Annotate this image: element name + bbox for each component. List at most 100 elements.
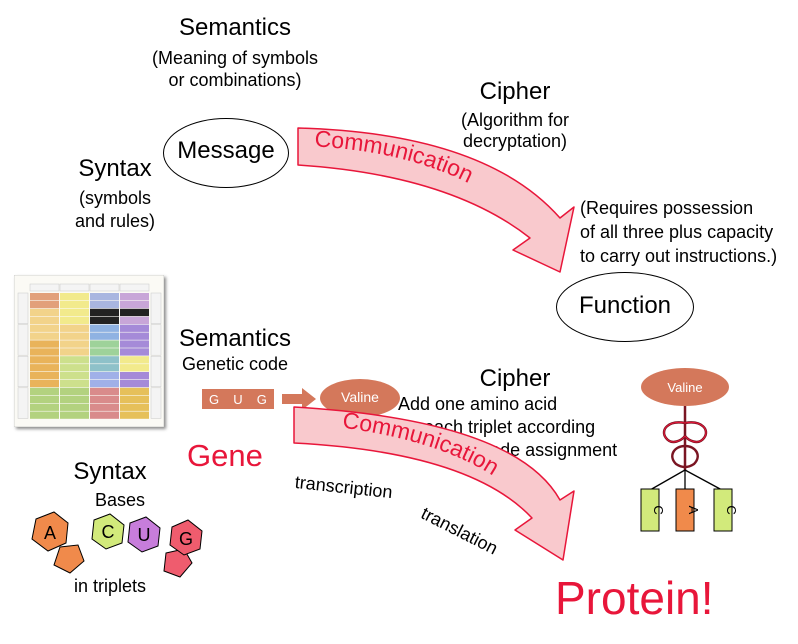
bottom-cipher-title: Cipher <box>479 365 551 392</box>
table-cell <box>90 379 119 388</box>
top-cipher-title: Cipher <box>479 78 551 105</box>
table-cell <box>30 308 59 317</box>
table-header-cell <box>89 283 120 292</box>
table-cell <box>60 324 89 332</box>
bases-graphic: A C U G <box>31 511 203 578</box>
anticodon-boxes: C A C <box>640 488 739 532</box>
table-cell <box>120 348 149 356</box>
table-cell <box>60 372 89 380</box>
top-cipher-subtitle-line1: (Algorithm for <box>460 110 570 130</box>
anticodon-letter: C <box>724 505 739 514</box>
base-u-hexagon <box>127 516 161 553</box>
requires-note-line1: (Requires possession <box>580 198 754 218</box>
table-cell <box>90 403 119 411</box>
table-cell <box>60 293 89 301</box>
base-c-letter: C <box>102 522 115 542</box>
top-semantics-title: Semantics <box>178 14 292 41</box>
genetic-code-table <box>13 274 165 428</box>
table-cell <box>30 293 59 301</box>
genetic-code-label: Genetic code <box>181 354 289 374</box>
anticodon-letter: C <box>651 505 666 514</box>
table-cell <box>120 340 149 348</box>
table-cell <box>120 356 149 364</box>
table-cell <box>90 411 119 419</box>
table-cell <box>60 348 89 356</box>
trna-valine-label: Valine <box>667 380 702 395</box>
anticodon-box-c1 <box>640 488 660 532</box>
message-label: Message <box>177 137 275 164</box>
table-cell <box>90 340 119 348</box>
table-cell <box>120 324 149 332</box>
table-cell <box>60 300 89 309</box>
table-cell <box>120 379 149 388</box>
table-header-cell <box>119 283 150 292</box>
top-syntax-subtitle-line2: and rules) <box>74 211 156 231</box>
bases-label: Bases <box>94 490 146 510</box>
valine-label: Valine <box>341 389 379 405</box>
table-cell <box>30 372 59 380</box>
table-cell <box>120 387 149 396</box>
table-cell <box>30 300 59 309</box>
table-cell <box>90 293 119 301</box>
table-cell <box>90 348 119 356</box>
table-cell <box>120 411 149 419</box>
table-cell <box>120 403 149 411</box>
table-cell <box>60 332 89 340</box>
table-cell <box>90 387 119 396</box>
table-cell <box>60 379 89 388</box>
genetic-code-table-graphic <box>13 274 165 428</box>
top-syntax-title: Syntax <box>78 155 152 182</box>
table-cell <box>60 364 89 372</box>
table-cell <box>60 403 89 411</box>
table-cell <box>120 300 149 309</box>
codon-letter: G <box>256 391 267 407</box>
table-cell <box>30 316 59 324</box>
table-cell <box>90 395 119 403</box>
table-cell <box>120 316 149 324</box>
table-cell <box>120 395 149 403</box>
base-g-letter: G <box>179 529 193 549</box>
function-ellipse <box>556 272 694 342</box>
table-cell <box>30 356 59 364</box>
table-cell <box>90 316 119 324</box>
table-cell <box>120 364 149 372</box>
table-cell <box>30 379 59 388</box>
bottom-syntax-title: Syntax <box>73 458 147 485</box>
message-ellipse <box>163 118 289 188</box>
codon-to-amino-arrow <box>282 388 316 410</box>
table-cell <box>120 308 149 317</box>
table-cell <box>90 324 119 332</box>
codon-box: G U G <box>202 389 274 409</box>
table-cell <box>120 293 149 301</box>
table-cell <box>60 387 89 396</box>
table-cell <box>60 411 89 419</box>
table-cell <box>90 372 119 380</box>
table-cell <box>120 372 149 380</box>
gene-label: Gene <box>187 438 263 473</box>
table-cell <box>120 332 149 340</box>
function-label: Function <box>578 292 672 319</box>
trna-valine-ellipse <box>641 368 729 406</box>
table-cell <box>90 332 119 340</box>
top-semantics-subtitle-line2: or combinations) <box>168 70 302 90</box>
table-header-cell <box>29 283 60 292</box>
top-semantics-subtitle-line1: (Meaning of symbols <box>151 48 319 68</box>
bottom-semantics-title: Semantics <box>178 325 292 352</box>
table-cell <box>60 356 89 364</box>
table-cell <box>30 348 59 356</box>
table-third-letter-cell <box>150 324 162 356</box>
table-third-letter-cell <box>150 355 162 388</box>
table-cell <box>30 403 59 411</box>
base-u-letter: U <box>138 525 151 545</box>
table-cell <box>90 364 119 372</box>
table-cell <box>60 340 89 348</box>
table-first-letter-cell <box>17 387 29 419</box>
trna-molecule: Valine C A C <box>640 368 739 532</box>
requires-note-line3: to carry out instructions.) <box>580 246 778 266</box>
base-g-hexagon <box>169 519 203 556</box>
trna-branches <box>649 469 723 491</box>
table-first-letter-cell <box>17 355 29 388</box>
table-third-letter-cell <box>150 292 162 324</box>
bottom-cipher-line1: Add one amino acid <box>398 394 558 414</box>
